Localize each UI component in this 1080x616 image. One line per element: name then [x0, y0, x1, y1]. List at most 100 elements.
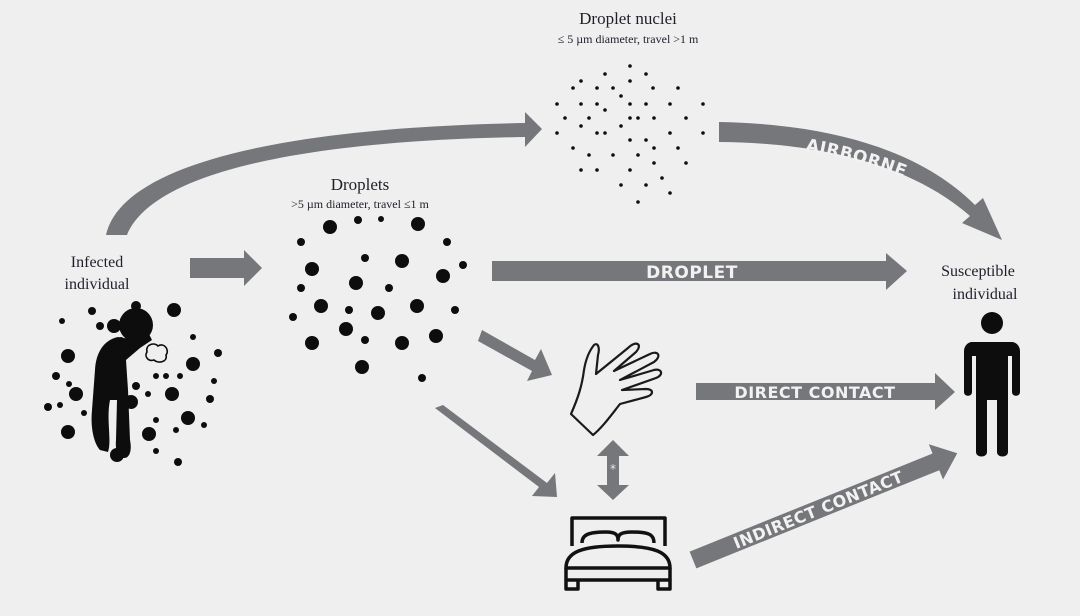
spray-particle [201, 422, 207, 428]
spray-particle [177, 373, 183, 379]
spray-particle [190, 334, 196, 340]
spray-particle [142, 427, 156, 441]
spray-particle [57, 402, 63, 408]
droplet-particle [339, 322, 353, 336]
standing-person-icon [964, 312, 1020, 457]
droplet-nucleus-particle [628, 168, 632, 172]
infected-label-line2: individual [65, 276, 130, 293]
bed-icon [564, 516, 672, 591]
spray-particle [214, 349, 222, 357]
arc-arrow-to-droplet-nuclei [106, 112, 542, 235]
droplet-nucleus-particle [579, 124, 583, 128]
droplet-nucleus-particle [595, 86, 599, 90]
droplet-nucleus-particle [636, 116, 640, 120]
droplet-nucleus-particle [701, 131, 705, 135]
droplet-nucleus-particle [628, 64, 632, 68]
droplet-nuclei-cluster [555, 64, 705, 204]
spray-particle [186, 357, 200, 371]
hand-icon [569, 342, 663, 437]
droplet-nucleus-particle [611, 86, 615, 90]
hand-bed-double-arrow [597, 440, 629, 500]
droplet-nuclei-title: Droplet nuclei [579, 9, 677, 28]
indirect-contact-group: INDIRECT CONTACT [689, 444, 958, 569]
droplets-cluster [289, 216, 467, 382]
susceptible-label-line1: Susceptible [941, 263, 1015, 280]
spray-particle [61, 425, 75, 439]
spray-particle [206, 395, 214, 403]
droplet-nucleus-particle [563, 116, 567, 120]
droplet-nucleus-particle [701, 102, 705, 106]
coughing-person-icon [91, 301, 153, 458]
spray-particle [153, 448, 159, 454]
droplet-particle [410, 299, 424, 313]
droplet-particle [289, 313, 297, 321]
spray-particle [66, 381, 72, 387]
droplet-nucleus-particle [668, 102, 672, 106]
droplet-particle [411, 217, 425, 231]
spray-particle [211, 378, 217, 384]
direct-contact-label: DIRECT CONTACT [734, 383, 895, 402]
droplet-particle [314, 299, 328, 313]
droplet-particle [349, 276, 363, 290]
droplet-particle [418, 374, 426, 382]
droplet-nucleus-particle [579, 79, 583, 83]
droplet-particle [345, 306, 353, 314]
spray-particle [69, 387, 83, 401]
droplet-nucleus-particle [628, 138, 632, 142]
spray-particle [107, 319, 121, 333]
droplet-particle [361, 336, 369, 344]
droplet-nucleus-particle [644, 138, 648, 142]
droplet-particle [355, 360, 369, 374]
droplet-nucleus-particle [571, 86, 575, 90]
droplet-nucleus-particle [571, 146, 575, 150]
droplet-particle [354, 216, 362, 224]
spray-particle [153, 373, 159, 379]
droplet-nucleus-particle [644, 102, 648, 106]
droplet-particle [459, 261, 467, 269]
droplet-nucleus-particle [579, 102, 583, 106]
droplet-nucleus-particle [619, 94, 623, 98]
airborne-arrow [719, 122, 1002, 240]
droplet-nucleus-particle [652, 146, 656, 150]
droplet-particle [443, 238, 451, 246]
spray-particle [174, 458, 182, 466]
droplet-nucleus-particle [611, 153, 615, 157]
droplet-nucleus-particle [603, 72, 607, 76]
arrow-droplets-to-hand [478, 330, 552, 381]
droplet-nucleus-particle [636, 200, 640, 204]
droplet-particle [429, 329, 443, 343]
droplet-nucleus-particle [676, 86, 680, 90]
hand-bed-marker: * [610, 462, 616, 476]
droplet-nucleus-particle [595, 131, 599, 135]
spray-particle [153, 417, 159, 423]
droplet-particle [451, 306, 459, 314]
spray-particle [81, 410, 87, 416]
droplet-nucleus-particle [628, 79, 632, 83]
spray-particle [61, 349, 75, 363]
droplet-particle [305, 336, 319, 350]
droplet-particle [371, 306, 385, 320]
indirect-contact-arrow [689, 444, 958, 569]
spray-particle [167, 303, 181, 317]
droplet-nucleus-particle [652, 116, 656, 120]
droplet-nucleus-particle [603, 108, 607, 112]
spray-particle [181, 411, 195, 425]
droplet-nucleus-particle [628, 102, 632, 106]
droplet-particle [297, 284, 305, 292]
droplet-nucleus-particle [668, 191, 672, 195]
droplets-subtitle: >5 µm diameter, travel ≤1 m [291, 197, 429, 211]
droplet-arrow [492, 253, 907, 290]
direct-contact-arrow [696, 373, 955, 410]
droplet-nucleus-particle [676, 146, 680, 150]
spray-particle [52, 372, 60, 380]
droplet-particle [378, 216, 384, 222]
spray-particle [163, 373, 169, 379]
droplet-particle [395, 254, 409, 268]
infected-label-line1: Infected [71, 254, 123, 271]
spray-particle [96, 322, 104, 330]
droplet-particle [297, 238, 305, 246]
droplet-particle [361, 254, 369, 262]
spray-particle [165, 387, 179, 401]
droplet-nucleus-particle [579, 168, 583, 172]
